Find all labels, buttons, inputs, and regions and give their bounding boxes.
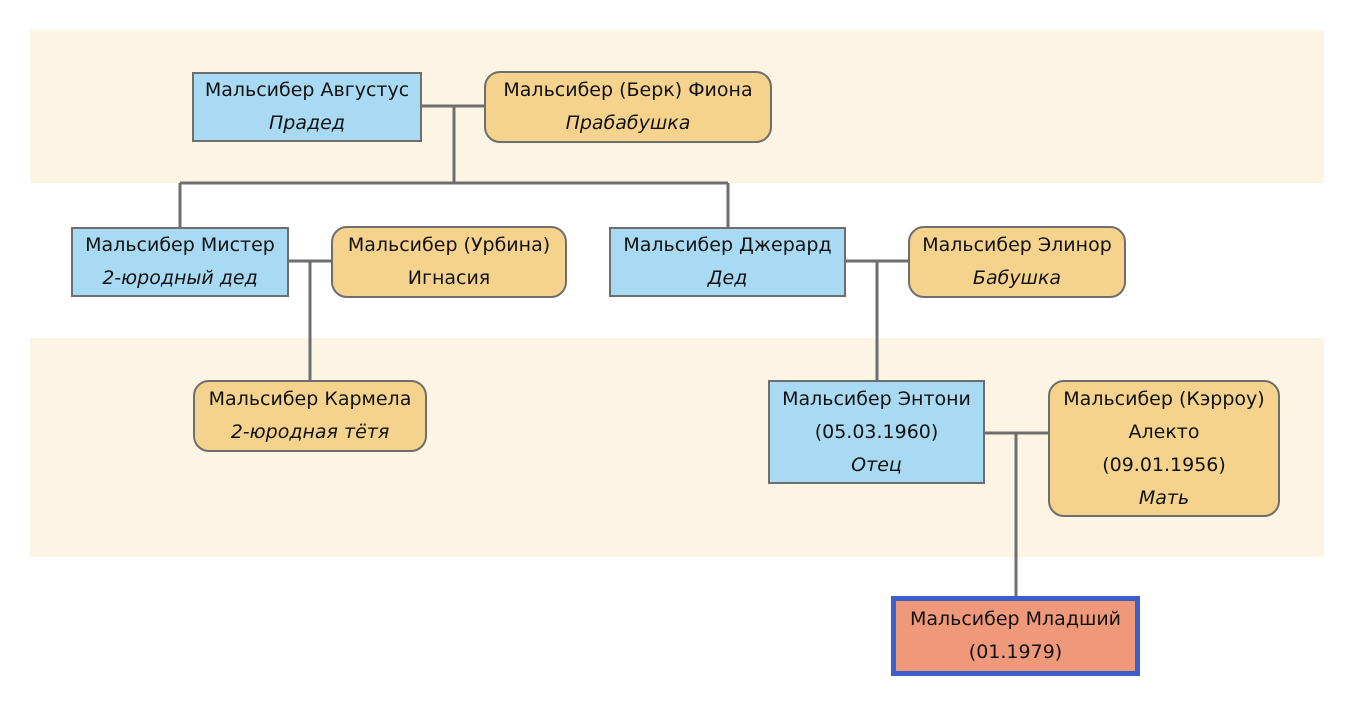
person-name: Мальсибер Энтони xyxy=(782,387,971,410)
person-role: 2-юродный дед xyxy=(102,267,258,289)
person-name: Мальсибер (Берк) Фиона xyxy=(503,79,753,101)
person-name: Мальсибер Элинор xyxy=(922,234,1112,256)
person-role: 2-юродная тётя xyxy=(230,421,390,443)
person-role: Бабушка xyxy=(972,267,1062,289)
person-role: Прадед xyxy=(269,112,345,134)
person-name: Мальсибер Младший xyxy=(909,608,1122,630)
person-fiona[interactable]: Мальсибер (Берк) Фиона Прабабушка xyxy=(484,71,772,143)
person-date: (09.01.1956) xyxy=(1102,453,1226,476)
person-ignasia[interactable]: Мальсибер (Урбина) Игнасия xyxy=(331,226,567,298)
person-name: Мальсибер Мистер xyxy=(85,234,275,256)
person-name: Мальсибер (Урбина) xyxy=(347,234,551,256)
person-karmela[interactable]: Мальсибер Кармела 2-юродная тётя xyxy=(193,380,427,452)
person-role: Прабабушка xyxy=(565,112,691,134)
person-anthony[interactable]: Мальсибер Энтони (05.03.1960) Отец xyxy=(768,380,985,484)
person-date: (01.1979) xyxy=(968,641,1063,663)
person-alekto[interactable]: Мальсибер (Кэрроу) Алекто (09.01.1956) М… xyxy=(1048,380,1280,517)
person-name: Мальсибер Кармела xyxy=(208,388,412,410)
person-augustus[interactable]: Мальсибер Августус Прадед xyxy=(192,72,422,142)
person-role: Отец xyxy=(851,453,902,476)
person-name: Мальсибер (Кэрроу) xyxy=(1063,387,1265,410)
person-role: Мать xyxy=(1138,486,1190,509)
person-elinor[interactable]: Мальсибер Элинор Бабушка xyxy=(908,226,1126,298)
person-name: Мальсибер Августус xyxy=(204,79,410,101)
person-role: Дед xyxy=(707,267,748,289)
person-name: Мальсибер Джерард xyxy=(623,234,832,256)
person-name-line2: Алекто xyxy=(1128,420,1200,443)
person-name-line2: Игнасия xyxy=(407,267,491,289)
person-junior-selected[interactable]: Мальсибер Младший (01.1979) xyxy=(891,596,1140,676)
person-gerard[interactable]: Мальсибер Джерард Дед xyxy=(609,227,846,297)
person-mister[interactable]: Мальсибер Мистер 2-юродный дед xyxy=(71,227,289,297)
person-date: (05.03.1960) xyxy=(814,420,939,443)
